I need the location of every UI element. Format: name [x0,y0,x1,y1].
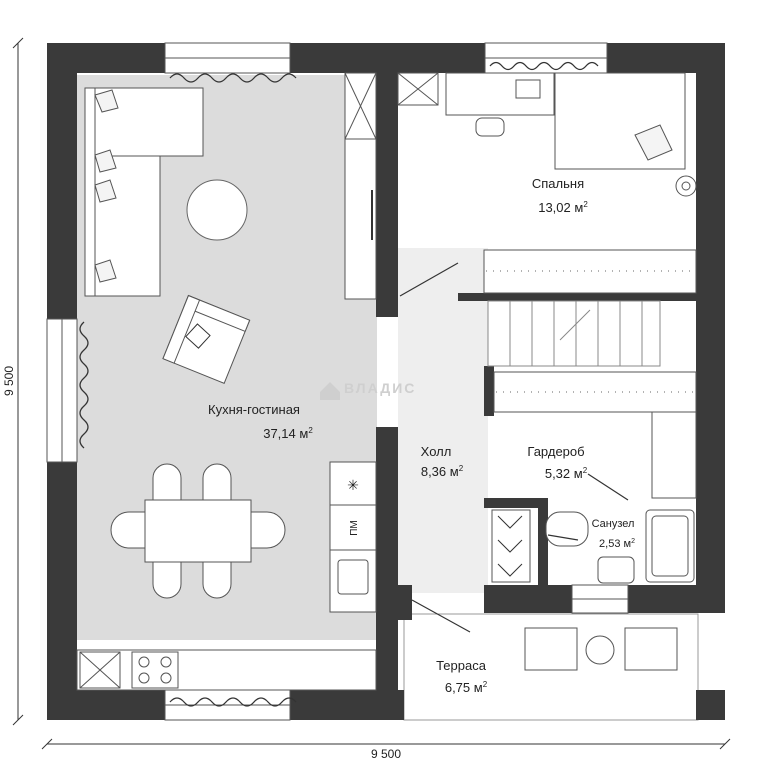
hall-area: 8,36 м2 [421,464,464,479]
home-icon [320,382,340,400]
watermark: ВЛАДИС [320,380,416,400]
coffee-table [186,179,248,241]
kitchen-name: Кухня-гостиная [208,402,300,417]
dishwasher-label: ПМ [349,520,360,536]
bathroom-fixtures [491,509,695,584]
wardrobe-name: Гардероб [527,444,584,459]
height-dimension: 9 500 [2,366,16,396]
hanging-rails [486,270,694,393]
windows [46,42,629,721]
staircase [487,300,661,367]
walls [47,43,725,720]
room-labels: Кухня-гостиная 37,14 м2 Спальня 13,02 м2… [208,176,635,695]
bathroom-name: Санузел [592,518,635,530]
armchair [162,294,251,384]
bedroom-furniture [397,72,697,499]
width-dimension: 9 500 [371,747,401,761]
terrace-furniture [524,627,678,671]
dimension-lines [12,37,731,750]
partition-cabinet [344,72,377,300]
watermark-text: ВЛАДИС [344,380,416,396]
terrace-name: Терраса [436,658,487,673]
sofa [84,87,204,297]
hall-floor [398,248,488,593]
bedroom-name: Спальня [532,176,584,191]
hall-name: Холл [421,444,452,459]
curtains [79,61,599,707]
terrace-area: 6,75 м2 [445,680,488,695]
kitchen-counter [76,461,377,691]
kitchen-area: 37,14 м2 [263,426,313,441]
bathroom-area: 2,53 м2 [599,538,635,550]
doors [399,262,629,633]
bedroom-area: 13,02 м2 [538,200,588,215]
fridge-label: ✳ [347,477,359,493]
wardrobe-area: 5,32 м2 [545,466,588,481]
dining-set [110,463,286,599]
